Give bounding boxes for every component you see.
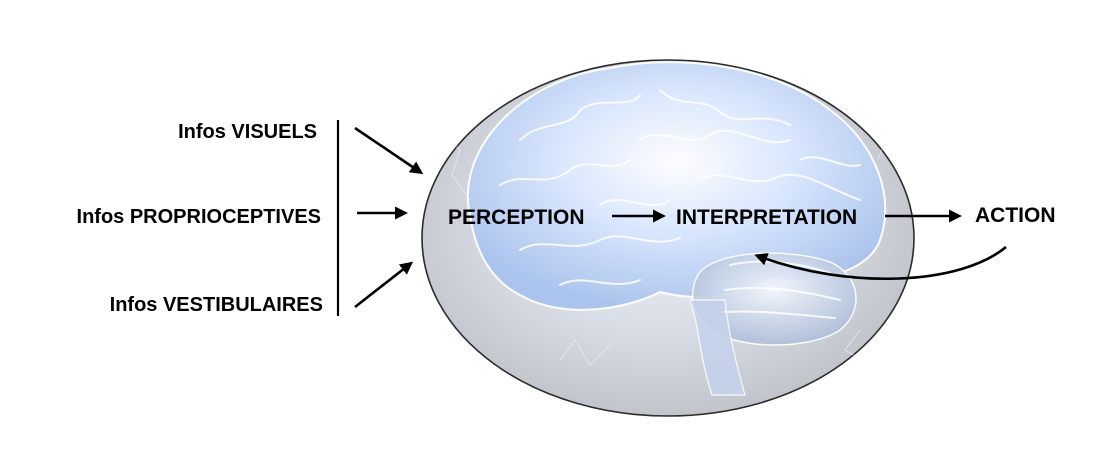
stage-label-action: ACTION <box>975 204 1056 227</box>
arrow-visuels <box>354 126 424 175</box>
input-label-proprioceptives: Infos PROPRIOCEPTIVES <box>76 206 321 228</box>
arrow-vestibulaires <box>354 261 414 309</box>
stage-label-interpretation: INTERPRETATION <box>676 206 858 229</box>
brain-icon <box>439 61 889 396</box>
stage-label-perception: PERCEPTION <box>448 206 585 229</box>
input-label-vestibulaires: Infos VESTIBULAIRES <box>109 294 323 316</box>
input-label-visuels: Infos VISUELS <box>178 121 317 143</box>
arrow-action-feedback <box>754 245 1007 281</box>
